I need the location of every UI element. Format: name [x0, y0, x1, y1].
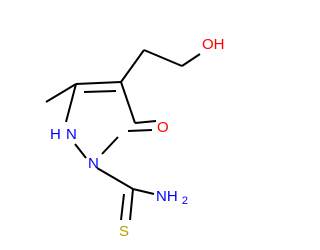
ring-n1-label: N	[88, 155, 99, 172]
bond-methyl	[45, 83, 77, 103]
bond-c3-o	[134, 120, 157, 124]
bond-c3-c4	[120, 81, 136, 124]
bond-c-s-inner	[120, 193, 125, 221]
bond-c5-c4-inner	[83, 90, 117, 93]
bond-c3-o-inner	[127, 129, 153, 132]
bonds	[45, 49, 201, 221]
bond-c5-nh	[65, 83, 77, 123]
amine-subscript: 2	[182, 195, 188, 207]
bond-ch2-oh	[181, 53, 201, 67]
bond-n1-c3	[101, 136, 119, 155]
ring-nh-n: N	[66, 126, 77, 143]
amine-label: NH 2	[156, 188, 188, 207]
bond-n1-cs	[96, 167, 134, 190]
ring-nh-label: H N	[50, 126, 77, 143]
carbonyl-o-label: O	[157, 119, 169, 136]
bond-c4-ch2	[120, 49, 145, 83]
bond-ch2-ch2	[143, 49, 183, 67]
bond-c-s	[129, 188, 134, 221]
ring-nh-h: H	[50, 126, 61, 143]
hydroxyl-label: OH	[202, 36, 225, 53]
bond-nh-n1	[74, 143, 87, 159]
thio-s-label: S	[119, 223, 129, 240]
molecule-structure: OH H N N O S NH 2	[45, 36, 225, 240]
atom-labels: OH H N N O S NH 2	[50, 36, 225, 240]
bond-c-nh2	[132, 188, 155, 195]
amine-nh: NH	[156, 188, 178, 205]
bond-c5-c4	[75, 81, 122, 85]
